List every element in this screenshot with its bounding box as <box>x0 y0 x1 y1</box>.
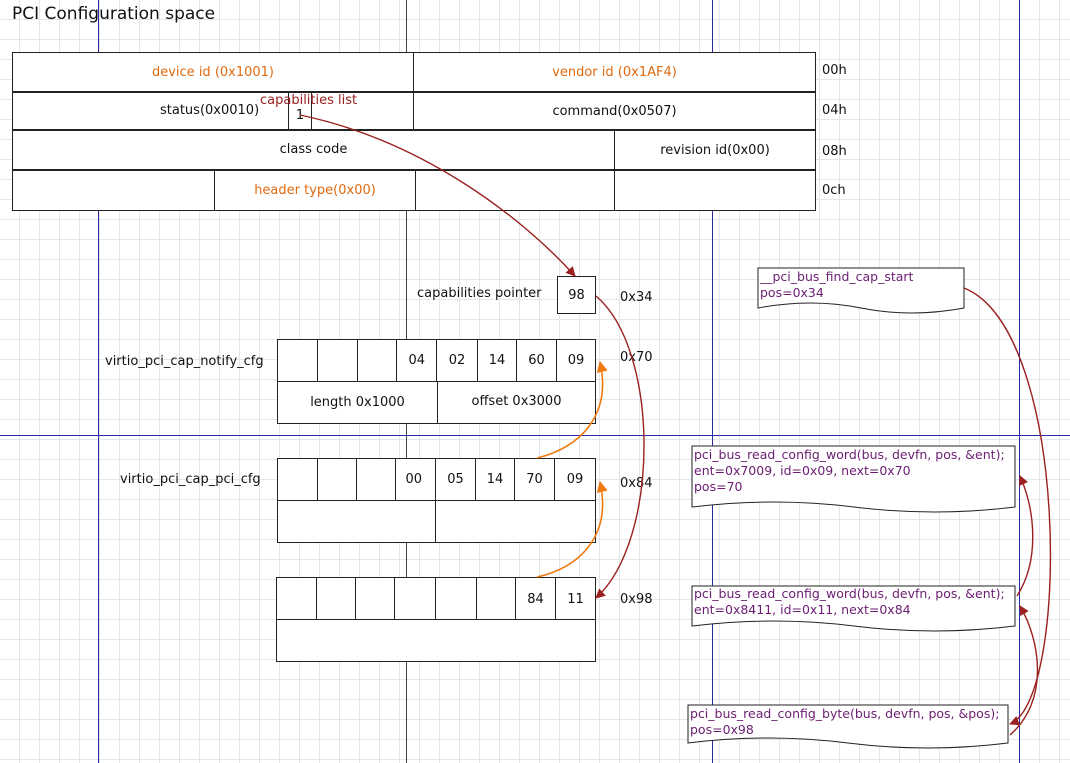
status-cell: status(0x0010) <box>12 92 289 130</box>
offset-label-00h: 00h <box>822 63 847 78</box>
byte-cell <box>277 339 318 382</box>
byte-cell: 11 <box>555 577 596 620</box>
vendor-id-cell: vendor id (0x1AF4) <box>413 52 816 92</box>
byte-cell: 04 <box>396 339 437 382</box>
byte-cell <box>357 339 397 382</box>
latency-cell <box>415 170 615 211</box>
cap-pci-label: virtio_pci_cap_pci_cfg <box>120 472 261 487</box>
byte-cell <box>356 458 396 501</box>
field-cell <box>276 619 596 662</box>
offset-field-cell: offset 0x3000 <box>437 381 596 424</box>
byte-cell <box>277 458 318 501</box>
note-line: pos=70 <box>694 479 743 494</box>
field-cell <box>277 500 436 543</box>
byte-cell: 00 <box>395 458 436 501</box>
byte-cell: 84 <box>515 577 556 620</box>
offset-label-0x70: 0x70 <box>620 350 653 365</box>
length-cell: length 0x1000 <box>277 381 438 424</box>
byte-cell <box>435 577 477 620</box>
class-code-cell: class code <box>12 130 615 170</box>
guide-line-vertical <box>1019 0 1020 763</box>
arrow-read-byte-to-read-word <box>1009 605 1039 736</box>
capabilities-list-label: capabilities list <box>260 93 358 108</box>
note-line: ent=0x7009, id=0x09, next=0x70 <box>694 463 911 478</box>
arrow-pointer-to-0x98 <box>595 295 645 599</box>
bist-cell <box>12 170 215 211</box>
byte-cell: 09 <box>556 339 596 382</box>
capabilities-pointer-label: capabilities pointer <box>417 286 542 301</box>
command-cell: command(0x0507) <box>413 92 816 130</box>
byte-cell: 14 <box>477 339 517 382</box>
guide-line-horizontal <box>0 435 1070 436</box>
offset-label-0x34: 0x34 <box>620 290 653 305</box>
byte-cell <box>394 577 436 620</box>
offset-label-0x84: 0x84 <box>620 476 653 491</box>
byte-cell <box>276 577 317 620</box>
arrow-find-cap-to-read-byte <box>963 287 1052 726</box>
capabilities-pointer-cell: 98 <box>557 276 596 314</box>
offset-label-0ch: 0ch <box>822 183 846 198</box>
note-line: __pci_bus_find_cap_start <box>760 269 914 284</box>
byte-cell <box>316 577 356 620</box>
revision-id-cell: revision id(0x00) <box>614 130 816 170</box>
offset-label-04h: 04h <box>822 103 847 118</box>
byte-cell <box>317 458 357 501</box>
byte-cell <box>317 339 358 382</box>
byte-cell: 14 <box>475 458 515 501</box>
cache-line-cell <box>614 170 816 211</box>
byte-cell: 70 <box>514 458 555 501</box>
note-line: pci_bus_read_config_word(bus, devfn, pos… <box>694 447 1005 462</box>
note-read-word-1: pci_bus_read_config_word(bus, devfn, pos… <box>694 447 1005 495</box>
byte-cell <box>355 577 395 620</box>
offset-label-08h: 08h <box>822 144 847 159</box>
note-line: pci_bus_read_config_word(bus, devfn, pos… <box>694 586 1005 601</box>
note-line: pci_bus_read_config_byte(bus, devfn, pos… <box>690 706 1000 721</box>
byte-cell: 02 <box>436 339 478 382</box>
guide-line-vertical <box>98 0 99 763</box>
cap-notify-label: virtio_pci_cap_notify_cfg <box>105 354 264 369</box>
offset-label-0x98: 0x98 <box>620 592 653 607</box>
byte-cell: 60 <box>516 339 557 382</box>
note-read-word-2: pci_bus_read_config_word(bus, devfn, pos… <box>694 586 1005 618</box>
note-line: pos=0x34 <box>760 285 824 300</box>
page-title: PCI Configuration space <box>12 4 216 24</box>
field-cell <box>435 500 596 543</box>
byte-cell: 09 <box>554 458 596 501</box>
guide-line-vertical <box>712 0 713 763</box>
device-id-cell: device id (0x1001) <box>12 52 414 92</box>
note-line: pos=0x98 <box>690 722 754 737</box>
note-line: ent=0x8411, id=0x11, next=0x84 <box>694 602 911 617</box>
status-text: status(0x0010) <box>160 103 260 118</box>
note-read-byte: pci_bus_read_config_byte(bus, devfn, pos… <box>690 706 999 738</box>
byte-cell <box>476 577 516 620</box>
header-type-cell: header type(0x00) <box>214 170 416 211</box>
byte-cell: 05 <box>435 458 476 501</box>
